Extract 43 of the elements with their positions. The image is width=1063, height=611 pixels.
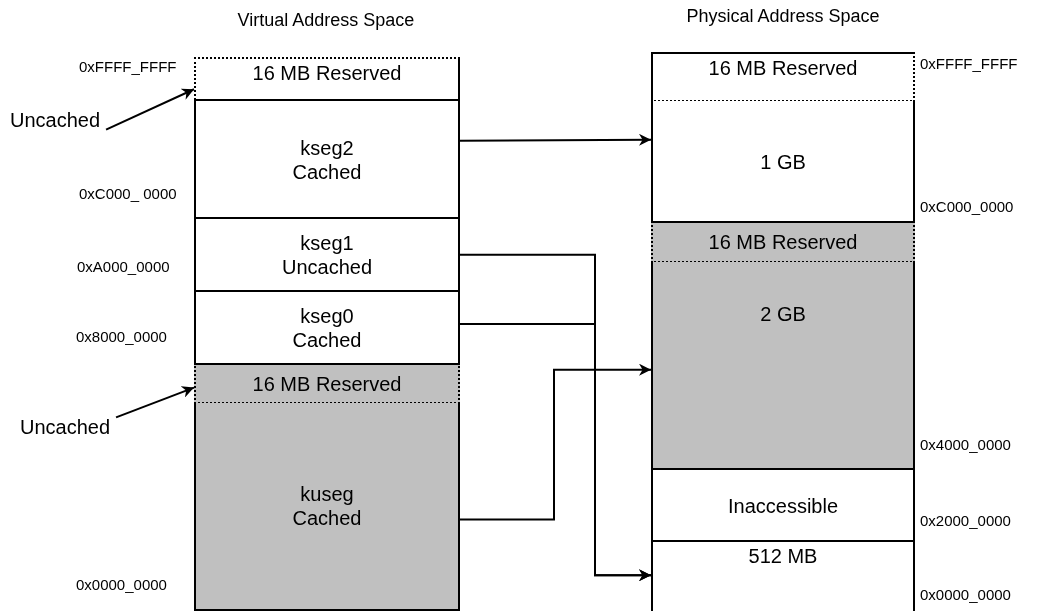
- memory-region: [651, 468, 915, 541]
- address-label: 0xA000_0000: [77, 258, 170, 275]
- address-label: 0x2000_0000: [920, 512, 1011, 529]
- memory-region: [651, 101, 915, 222]
- column-heading: Virtual Address Space: [237, 10, 415, 31]
- memory-region: [194, 99, 460, 218]
- memory-region: [194, 217, 460, 291]
- address-label: 0x0000_0000: [76, 576, 167, 593]
- memory-region: [651, 52, 915, 102]
- mapping-arrow: [459, 323, 652, 582]
- address-label: 0x4000_0000: [920, 436, 1011, 453]
- memory-region: [194, 363, 460, 404]
- memory-region: [194, 290, 460, 364]
- region-label: kseg0 Cached: [291, 304, 363, 352]
- region-label: 1 GB: [760, 149, 806, 174]
- region-label: 2 GB: [760, 302, 806, 326]
- column-heading: Physical Address Space: [686, 6, 880, 27]
- region-label: Inaccessible: [727, 493, 839, 518]
- region-label: kseg1 Uncached: [280, 231, 374, 279]
- address-label: 0xC000_ 0000: [79, 185, 177, 202]
- mapping-arrow: [459, 133, 652, 146]
- region-label: 512 MB: [748, 544, 818, 568]
- annotation-text: Uncached: [20, 415, 111, 439]
- address-label: 0x8000_0000: [76, 328, 167, 345]
- memory-region: [651, 221, 915, 263]
- address-label: 0xFFFF_FFFF: [79, 58, 177, 75]
- leader-arrow: [105, 88, 195, 131]
- leader-arrow: [115, 386, 195, 419]
- annotation-text: Uncached: [10, 108, 101, 132]
- address-label: 0xC000_0000: [920, 198, 1014, 215]
- region-label: 16 MB Reserved: [252, 371, 402, 396]
- region-label: 16 MB Reserved: [708, 230, 858, 254]
- region-label: 16 MB Reserved: [708, 56, 858, 80]
- region-label: 16 MB Reserved: [252, 61, 402, 85]
- region-label: kuseg Cached: [291, 482, 363, 530]
- memory-region: [194, 403, 460, 611]
- memory-region: [651, 540, 915, 611]
- memory-region: [651, 262, 915, 469]
- address-label: 0x0000_0000: [920, 586, 1011, 603]
- mapping-arrow: [459, 363, 652, 521]
- address-label: 0xFFFF_FFFF: [920, 55, 1018, 72]
- memory-region: [194, 57, 460, 100]
- region-label: kseg2 Cached: [291, 135, 363, 184]
